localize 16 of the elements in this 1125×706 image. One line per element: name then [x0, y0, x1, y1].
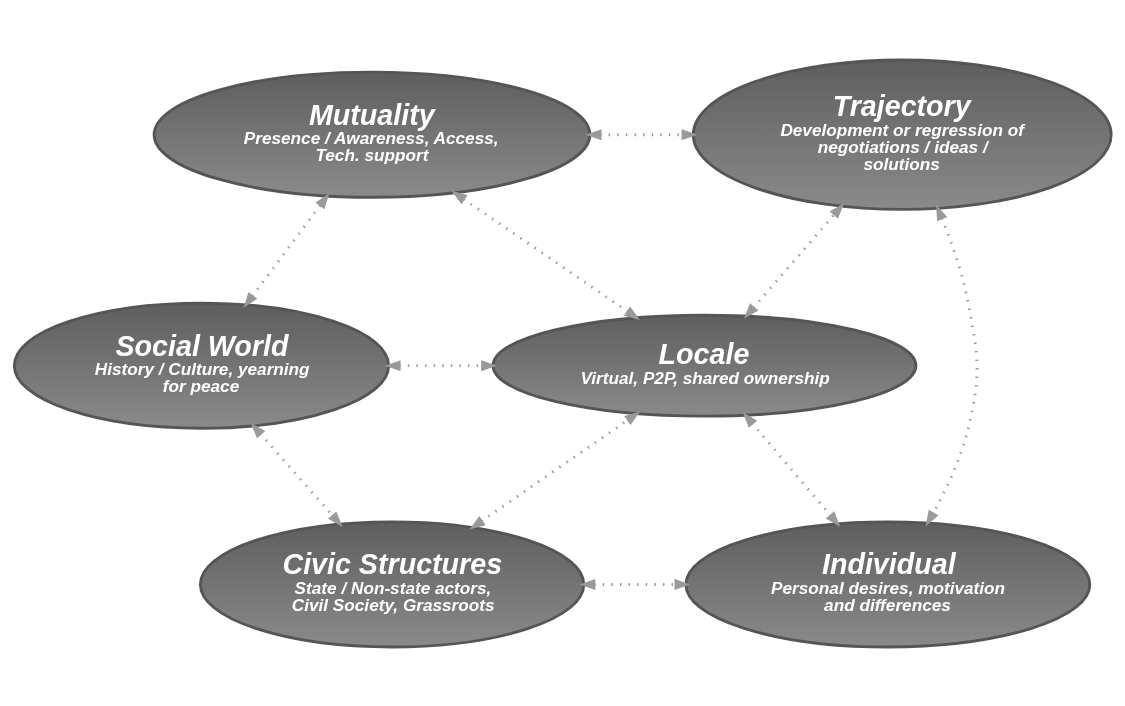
arrow: [743, 202, 845, 319]
node-ellipse: Individual Personal desires, motivation and differences: [684, 519, 1092, 648]
node-ellipse: Civic Structures State / Non-state actors, Civil Society, Grassroots: [198, 519, 586, 648]
arrow: [579, 578, 691, 590]
node-ellipse: Social World History / Culture, yearning for peace: [12, 301, 391, 430]
arrow: [384, 359, 497, 371]
node-ellipse: Mutuality Presence / Awareness, Access, Tech. support: [152, 70, 592, 199]
arrow: [469, 410, 641, 530]
arrow: [925, 204, 979, 526]
arrow: [250, 422, 343, 527]
arrow: [243, 192, 330, 308]
arrow: [451, 190, 641, 320]
node-ellipse: Locale Virtual, P2P, shared ownership: [491, 313, 918, 418]
arrow: [742, 411, 841, 527]
arrow: [585, 128, 698, 140]
node-ellipse: Trajectory Development or regression of negotiations / ideas / solutions: [691, 58, 1113, 211]
